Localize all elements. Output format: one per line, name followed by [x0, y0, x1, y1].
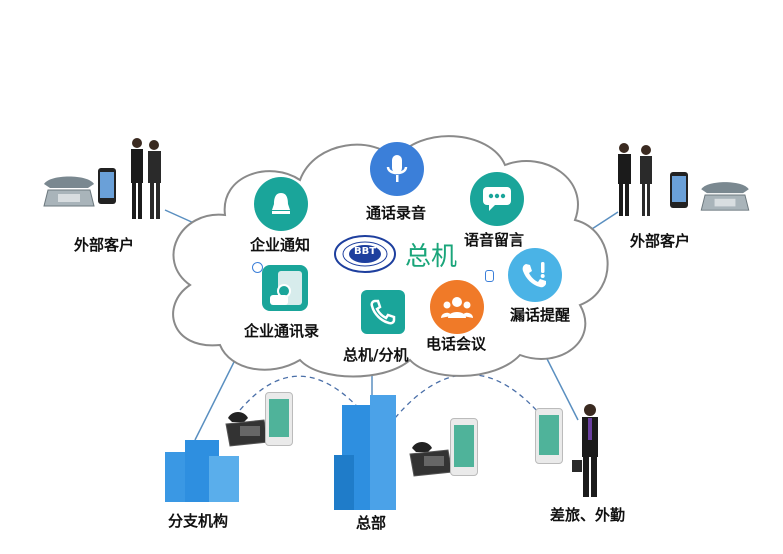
contacts-book-icon	[262, 265, 308, 311]
business-people-icon	[122, 135, 170, 223]
desk-phone-icon	[408, 438, 454, 478]
microphone-icon	[370, 142, 424, 196]
bbt-logo: BBT	[330, 232, 400, 276]
conference-people-icon	[430, 280, 484, 334]
node-headquarters: 总部	[356, 514, 387, 532]
center-title: 总机	[405, 242, 458, 272]
feature-enterprise-notice: 企业通知	[250, 236, 311, 254]
feature-switchboard-extension: 总机/分机	[343, 346, 409, 364]
dot-decoration	[485, 270, 494, 282]
node-travel-field: 差旅、外勤	[550, 506, 626, 524]
missed-call-icon	[508, 248, 562, 302]
feature-enterprise-directory: 企业通讯录	[244, 322, 320, 340]
smartphone-icon	[98, 168, 116, 204]
desk-phone-icon	[224, 408, 270, 448]
logo-text: BBT	[353, 246, 377, 257]
feature-conference-call: 电话会议	[426, 335, 487, 353]
desk-phone-icon	[40, 170, 98, 210]
building-icon	[165, 432, 245, 502]
feature-call-recording: 通话录音	[366, 204, 427, 222]
node-external-customer-right: 外部客户	[630, 232, 691, 250]
smartphone-icon	[670, 172, 688, 208]
building-icon	[330, 395, 410, 510]
smartphone-icon	[265, 392, 293, 446]
desk-phone-icon	[697, 176, 753, 214]
node-external-customer-left: 外部客户	[74, 236, 135, 254]
chat-bubble-icon	[470, 172, 524, 226]
feature-voice-message: 语音留言	[464, 231, 525, 249]
business-people-icon	[612, 140, 662, 220]
smartphone-icon	[450, 418, 478, 476]
phone-icon	[361, 290, 405, 334]
feature-missed-call-reminder: 漏话提醒	[510, 306, 571, 324]
businessman-icon	[570, 402, 610, 502]
node-branch-office: 分支机构	[168, 512, 229, 530]
bell-icon	[254, 177, 308, 231]
smartphone-icon	[535, 408, 563, 464]
